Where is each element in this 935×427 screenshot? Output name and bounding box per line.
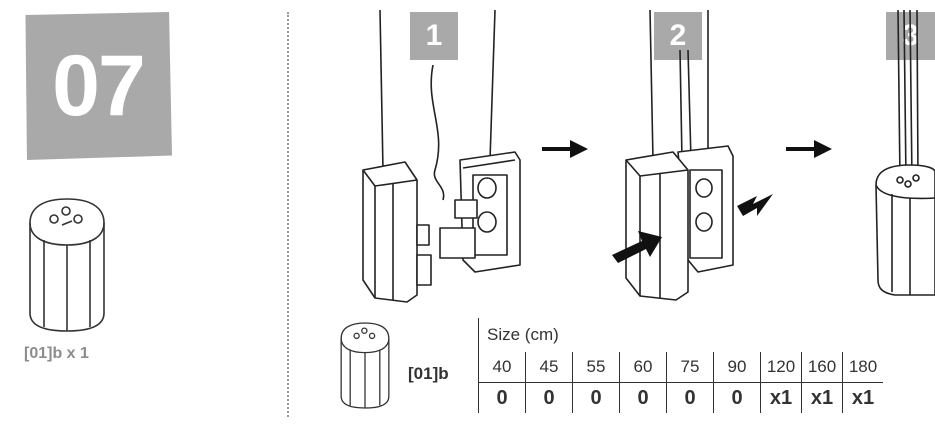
quantity-cell: 0 — [478, 382, 526, 413]
size-cell: 55 — [572, 352, 620, 383]
quantity-cell: x1 — [760, 382, 802, 413]
quantity-cell: 0 — [666, 382, 714, 413]
part-01b-icon — [29, 198, 105, 332]
parts-list-label: [01]b x 1 — [24, 345, 89, 362]
press-arrow-icon — [737, 194, 773, 216]
size-cell: 90 — [713, 352, 761, 383]
step-number-box: 07 — [25, 12, 172, 160]
step-number: 07 — [52, 37, 146, 134]
press-arrow-icon — [612, 231, 662, 263]
quantity-cell: 0 — [713, 382, 761, 413]
quantity-cell: x1 — [801, 382, 843, 413]
size-header: Size (cm) — [478, 318, 883, 352]
dotted-divider — [287, 12, 289, 417]
size-cell: 75 — [666, 352, 714, 383]
quantity-cell: x1 — [842, 382, 883, 413]
size-cell: 160 — [801, 352, 843, 383]
quantity-cell: 0 — [525, 382, 573, 413]
arrow-right-icon — [542, 140, 588, 158]
cord-connector-icon — [875, 9, 935, 296]
illustration-step-1-badge: 1 — [410, 12, 458, 60]
cord-connector-icon — [362, 9, 521, 303]
size-cell: 40 — [478, 352, 526, 383]
illustration-step-2-badge: 2 — [654, 12, 702, 60]
size-cell: 45 — [525, 352, 573, 383]
size-cell: 60 — [619, 352, 667, 383]
size-cell: 180 — [842, 352, 883, 383]
cord-connector-icon — [625, 9, 734, 301]
size-cell: 120 — [760, 352, 802, 383]
size-table: Size (cm) 40 45 55 60 75 90 120 160 180 … — [478, 318, 883, 413]
quantity-cell: 0 — [572, 382, 620, 413]
table-part-label: [01]b — [408, 364, 449, 383]
quantity-cell: 0 — [619, 382, 667, 413]
part-01b-icon — [340, 322, 390, 409]
arrow-right-icon — [786, 140, 832, 158]
